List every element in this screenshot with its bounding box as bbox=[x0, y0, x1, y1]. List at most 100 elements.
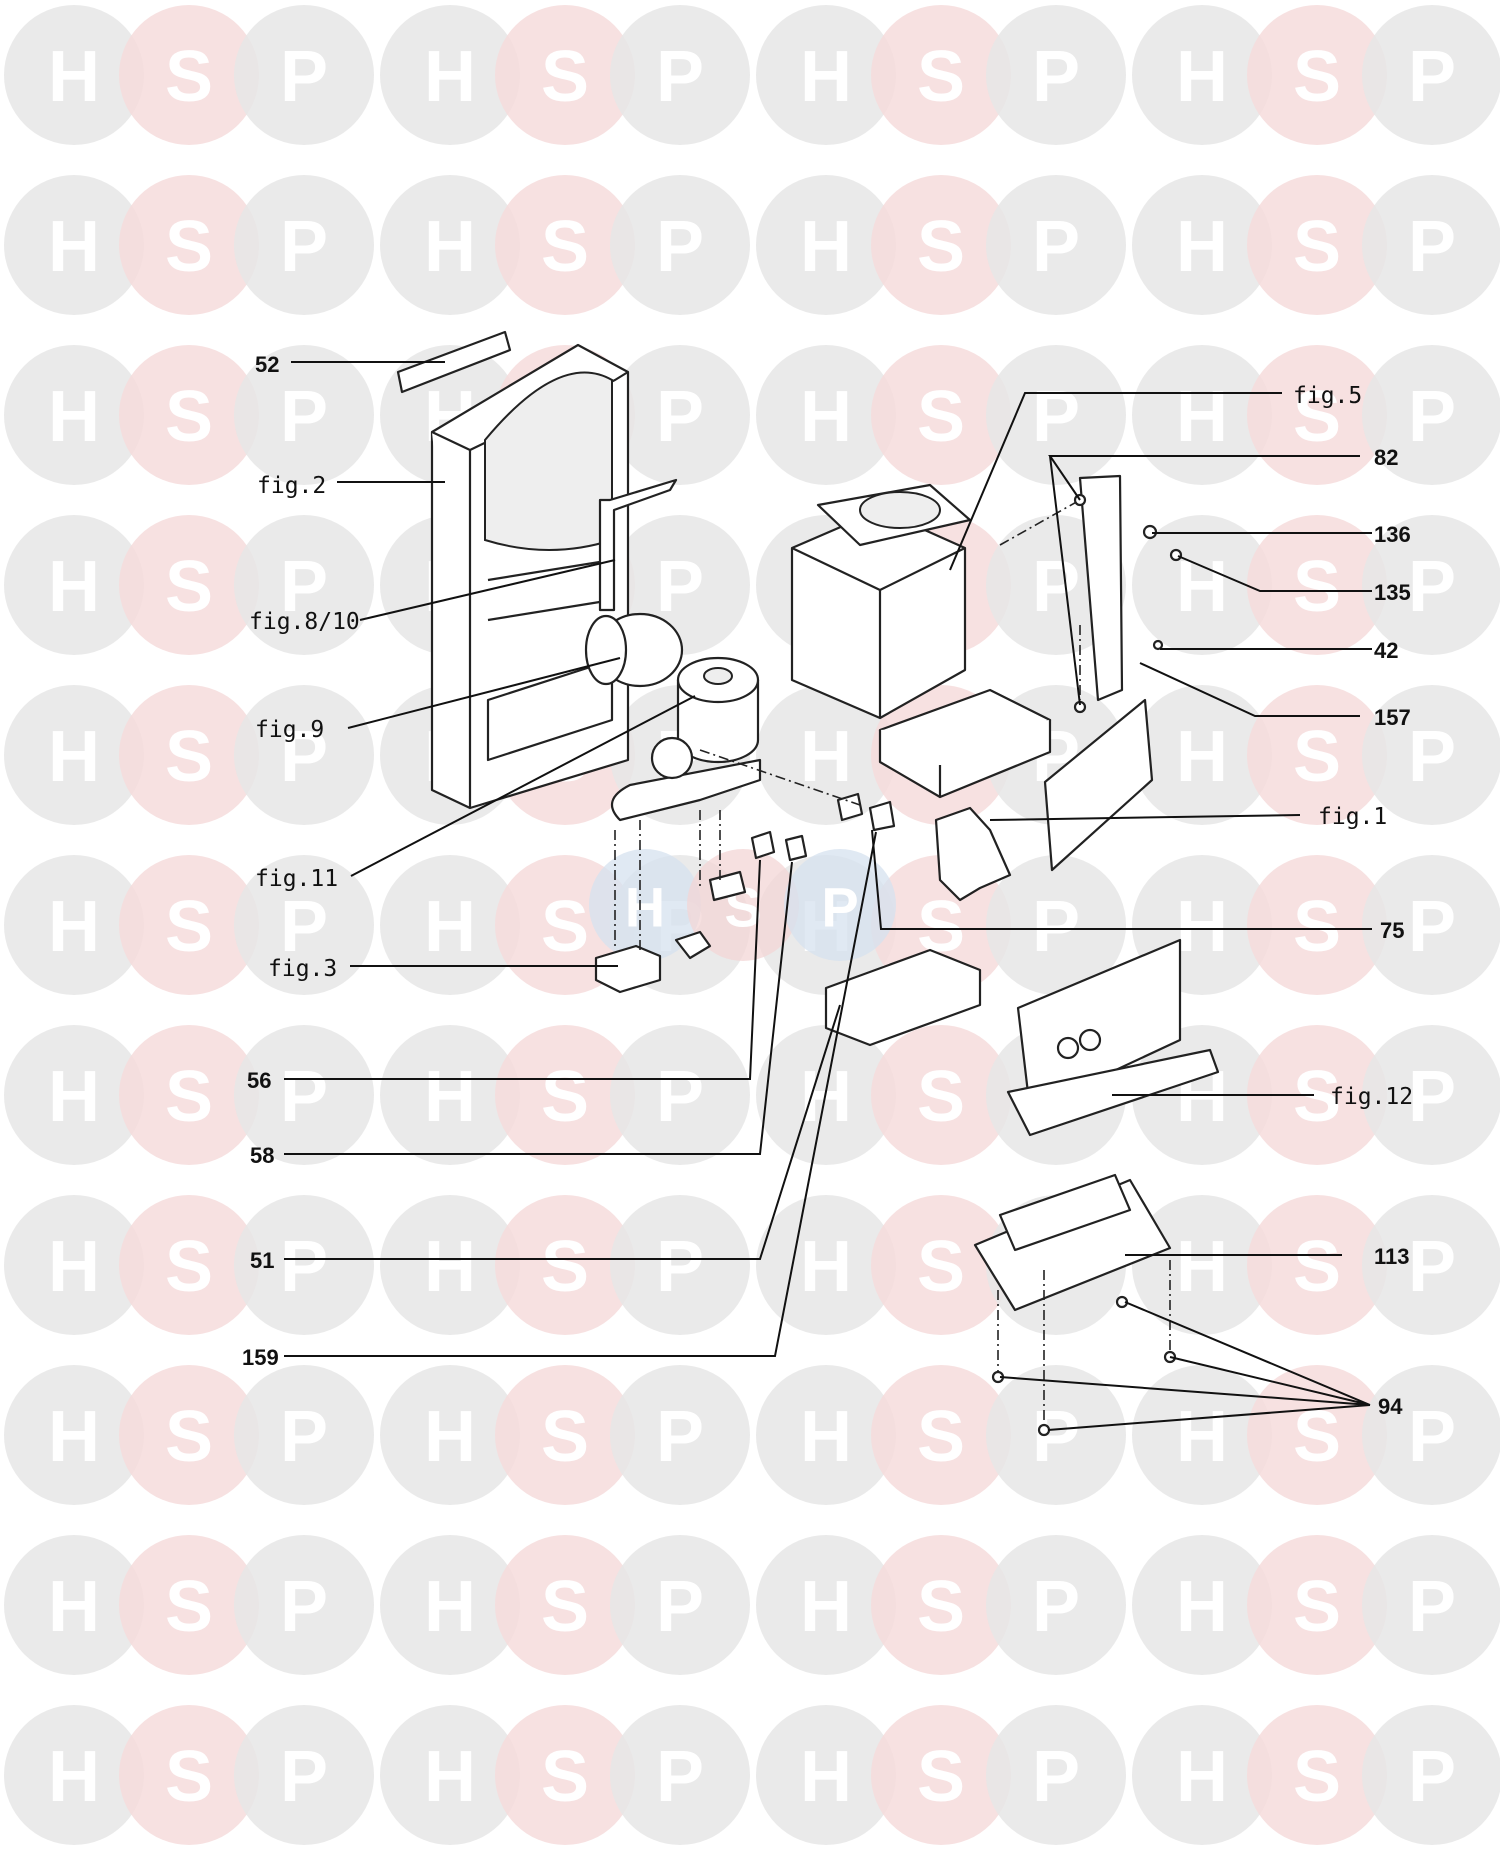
watermark-circle-h bbox=[1132, 1705, 1272, 1845]
pcb-housing bbox=[973, 1173, 1172, 1312]
watermark-circle-s bbox=[119, 175, 259, 315]
watermark-letter: H bbox=[48, 377, 100, 457]
watermark-circle-s bbox=[1247, 1025, 1387, 1165]
watermark-letter: S bbox=[541, 1567, 589, 1647]
watermark-circle-h bbox=[4, 1195, 144, 1335]
watermark-circle-p bbox=[1362, 515, 1500, 655]
watermark-circle-s bbox=[871, 1365, 1011, 1505]
watermark-circle-p bbox=[986, 855, 1126, 995]
watermark-letter: P bbox=[656, 377, 704, 457]
callout-75: 75 bbox=[1380, 918, 1404, 943]
valve-block bbox=[594, 870, 747, 994]
callout-fig2: fig.2 bbox=[257, 473, 326, 499]
watermark-letter: S bbox=[541, 37, 589, 117]
watermark-letter: P bbox=[280, 1737, 328, 1817]
assembly-line bbox=[999, 499, 1081, 546]
chassis-frame bbox=[430, 343, 630, 810]
center-logo-letter: P bbox=[821, 876, 858, 939]
watermark-letter: S bbox=[165, 717, 213, 797]
boiler-assembly-drawing bbox=[396, 330, 1220, 1437]
watermark-letter: H bbox=[1176, 1227, 1228, 1307]
clip-56 bbox=[750, 830, 776, 860]
watermark-circle-h bbox=[380, 1025, 520, 1165]
watermark-circle-p bbox=[986, 345, 1126, 485]
watermark-letter: S bbox=[541, 1737, 589, 1817]
watermark-letter: P bbox=[280, 887, 328, 967]
watermark-letter: H bbox=[1176, 1397, 1228, 1477]
watermark-letter: P bbox=[1032, 1737, 1080, 1817]
watermark-circle-p bbox=[234, 685, 374, 825]
watermark-letter: S bbox=[165, 1397, 213, 1477]
watermark-letter: S bbox=[541, 1057, 589, 1137]
watermark-circle-p bbox=[1362, 1705, 1500, 1845]
watermark-letter: H bbox=[48, 1227, 100, 1307]
watermark-letter: H bbox=[48, 1397, 100, 1477]
watermark-circle-h bbox=[1132, 175, 1272, 315]
leader-157 bbox=[1139, 662, 1360, 717]
pressure-vessel bbox=[610, 656, 762, 822]
watermark-letter: P bbox=[1408, 1227, 1456, 1307]
watermark-letter: P bbox=[280, 207, 328, 287]
callout-56: 56 bbox=[247, 1068, 271, 1093]
leader-56 bbox=[284, 859, 761, 1080]
watermark-letter: S bbox=[917, 1397, 965, 1477]
watermark-letter: H bbox=[1176, 1567, 1228, 1647]
watermark-letter: S bbox=[917, 1567, 965, 1647]
watermark-letter: H bbox=[424, 207, 476, 287]
watermark-circle-s bbox=[871, 1025, 1011, 1165]
watermark-letter: H bbox=[800, 377, 852, 457]
watermark-circle-s bbox=[119, 1195, 259, 1335]
watermark-circle-h bbox=[756, 175, 896, 315]
watermark-circle-s bbox=[495, 1535, 635, 1675]
watermark-circle-p bbox=[234, 855, 374, 995]
watermark-circle-p bbox=[610, 1705, 750, 1845]
watermark-circle-h bbox=[4, 345, 144, 485]
watermark-letter: H bbox=[1176, 207, 1228, 287]
watermark-letter: P bbox=[1032, 1397, 1080, 1477]
watermark-letter: S bbox=[1293, 547, 1341, 627]
watermark-circle-p bbox=[1362, 1535, 1500, 1675]
leader-82 bbox=[1048, 455, 1360, 706]
watermark-letter: P bbox=[656, 1567, 704, 1647]
watermark-circle-h bbox=[380, 1705, 520, 1845]
watermark-letter: P bbox=[1408, 887, 1456, 967]
watermark-circle-s bbox=[119, 1365, 259, 1505]
watermark-letter: P bbox=[280, 37, 328, 117]
watermark-circle-h bbox=[1132, 1195, 1272, 1335]
watermark-letter: P bbox=[1408, 207, 1456, 287]
watermark-letter: H bbox=[800, 1567, 852, 1647]
watermark-circle-s bbox=[119, 685, 259, 825]
watermark-letter: S bbox=[917, 1227, 965, 1307]
watermark-letter: P bbox=[1032, 1567, 1080, 1647]
watermark-letter: P bbox=[1032, 547, 1080, 627]
watermark-letter: S bbox=[165, 1737, 213, 1817]
watermark-letter: P bbox=[1408, 37, 1456, 117]
watermark-circle-h bbox=[1132, 515, 1272, 655]
watermark-circle-h bbox=[380, 1535, 520, 1675]
watermark-letter: H bbox=[424, 1227, 476, 1307]
watermark-circle-p bbox=[1362, 685, 1500, 825]
leader-fig5 bbox=[949, 392, 1282, 571]
callout-113: 113 bbox=[1374, 1244, 1410, 1269]
watermark-letter: S bbox=[1293, 717, 1341, 797]
watermark-circle-p bbox=[610, 1195, 750, 1335]
watermark-letter: S bbox=[1293, 887, 1341, 967]
watermark-letter: H bbox=[48, 547, 100, 627]
watermark-letter: H bbox=[1176, 377, 1228, 457]
watermark-circle-s bbox=[119, 1535, 259, 1675]
watermark-letter: S bbox=[917, 1737, 965, 1817]
watermark-circle-p bbox=[1362, 1195, 1500, 1335]
chamber-front-plate bbox=[1043, 698, 1154, 872]
watermark-circle-s bbox=[495, 1705, 635, 1845]
watermark-letter: S bbox=[1293, 1737, 1341, 1817]
watermark-circle-s bbox=[495, 175, 635, 315]
leader-fig8-10 bbox=[359, 559, 616, 621]
watermark-circle-h bbox=[1132, 1365, 1272, 1505]
watermark-letter: S bbox=[541, 887, 589, 967]
callout-42: 42 bbox=[1374, 638, 1398, 663]
watermark-letter: P bbox=[280, 1057, 328, 1137]
watermark-circle-s bbox=[871, 1195, 1011, 1335]
watermark-circle-p bbox=[234, 1535, 374, 1675]
watermark-circle-p bbox=[986, 1365, 1126, 1505]
